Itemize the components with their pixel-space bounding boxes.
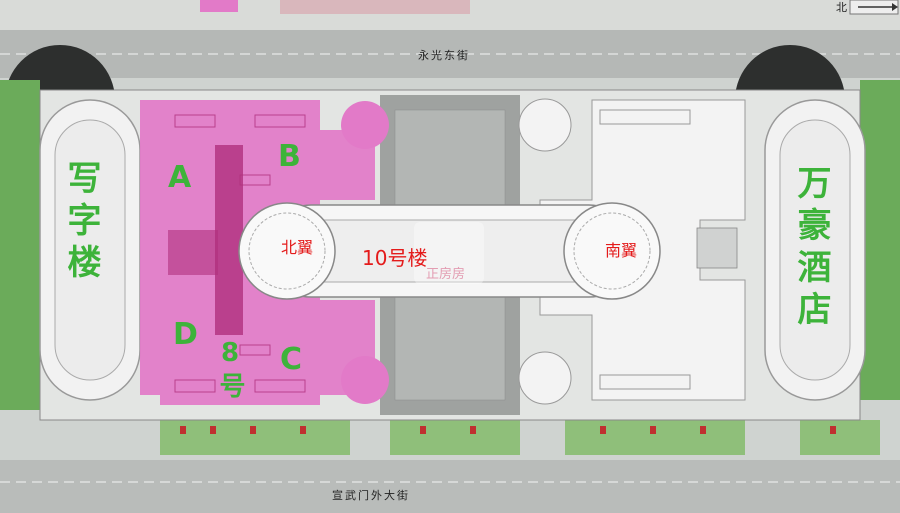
zone-d-label: D [173,317,198,352]
zone-b-label: B [278,139,301,174]
watermark-text: 正房房 [426,267,466,282]
watermark-badge [414,222,484,284]
top-blurred-block [280,0,470,14]
building-8-atrium [168,230,218,275]
north-wing-label: 北翼 [281,238,314,257]
hotel-oval-inner [779,119,851,381]
parking-cars [180,426,836,434]
east-stair [696,227,738,269]
south-grass-4 [800,420,880,455]
east-grass [860,80,900,400]
building-10-core [299,219,601,283]
south-grass-1 [160,420,350,455]
compass-north-label: 北 [836,1,849,14]
north-wing-circle [238,202,336,300]
zone-c-label: C [280,342,303,377]
pink-tower-north [341,101,389,149]
south-wing-label: 南翼 [605,241,638,260]
office-building-label: 写字楼 [61,160,101,286]
east-tower-south [518,351,572,405]
zone-a-label: A [168,160,192,195]
top-pink-block [200,0,238,12]
south-grass-3 [565,420,745,455]
south-wing-circle [563,202,661,300]
pink-tower-south [341,356,389,404]
building-8-label: 8号 [215,338,245,402]
hotel-label: 万豪酒店 [791,165,831,333]
building-8-spine [215,145,243,335]
east-tower-north [518,98,572,152]
south-grass-2 [390,420,520,455]
office-oval-inner [54,119,126,381]
north-street-label: 永光东街 [418,49,470,62]
south-road [0,460,900,513]
south-street-label: 宣武门外大街 [332,489,410,502]
west-grass [0,80,40,410]
building-10-label: 10号楼 [362,246,428,270]
